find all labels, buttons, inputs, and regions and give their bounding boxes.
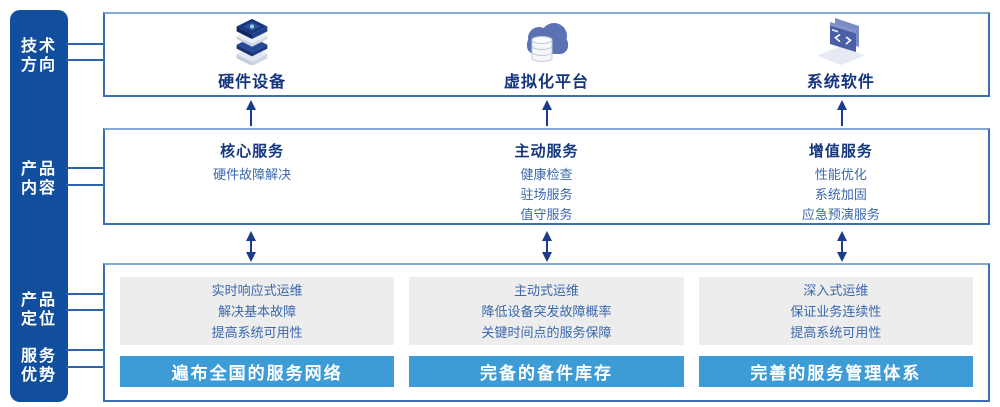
tech-column-hardware: 硬件设备 [105,14,399,95]
tech-label: 虚拟化平台 [503,74,589,91]
up-arrow-icon [542,100,552,126]
service-column-value-added: 增值服务 性能优化 系统加固 应急预演服务 [694,130,988,223]
positioning-line: 提高系统可用性 [790,324,882,340]
positioning-line: 主动式运维 [513,282,579,298]
double-arrow-icon [837,231,847,262]
hardware-stack-icon [228,17,276,65]
tech-label: 系统软件 [806,74,875,91]
positioning-column-proactive: 主动式运维 降低设备突发故障概率 关键时间点的服务保障 完备的备件库存 [409,277,684,400]
sidebar-label-tech-direction: 技术方向 [20,38,57,74]
positioning-line: 实时响应式运维 [211,282,303,298]
tech-label: 硬件设备 [218,74,287,91]
positioning-line: 深入式运维 [803,282,869,298]
sidebar-label-product-content: 产品内容 [20,161,57,197]
software-window-icon [813,17,869,65]
connector-line [66,43,105,45]
positioning-column-realtime: 实时响应式运维 解决基本故障 提高系统可用性 遍布全国的服务网络 [120,277,395,400]
positioning-column-indepth: 深入式运维 保证业务连续性 提高系统可用性 完善的服务管理体系 [698,277,973,400]
positioning-text-box: 实时响应式运维 解决基本故障 提高系统可用性 [120,277,395,345]
product-positioning-panel: 实时响应式运维 解决基本故障 提高系统可用性 遍布全国的服务网络 主动式运维 降… [103,263,990,402]
positioning-line: 降低设备突发故障概率 [481,303,612,319]
up-arrow-icon [837,100,847,126]
positioning-line: 提高系统可用性 [211,324,303,340]
tech-column-software: 系统软件 [694,14,988,95]
sidebar-label-service-advantage: 服务优势 [20,348,57,384]
tech-column-virtualization: 虚拟化平台 [399,14,693,95]
advantage-bar: 完备的备件库存 [409,356,684,387]
service-item: 应急预演服务 [801,207,880,222]
service-category-title: 增值服务 [808,143,873,160]
service-item: 驻场服务 [520,187,573,202]
service-item: 性能优化 [814,167,867,182]
connector-line [66,349,105,351]
service-item: 系统加固 [814,187,867,202]
connector-line [66,59,105,61]
connector-line [66,366,105,368]
positioning-line: 解决基本故障 [218,303,297,319]
tech-direction-panel: 硬件设备 虚拟化 [103,12,990,97]
service-column-core: 核心服务 硬件故障解决 [105,130,399,223]
advantage-bar: 完善的服务管理体系 [698,356,973,387]
service-column-active: 主动服务 健康检查 驻场服务 值守服务 [399,130,693,223]
double-arrow-icon [542,231,552,262]
sidebar: 技术方向 产品内容 产品定位 服务优势 [10,10,68,402]
double-arrow-icon [246,231,256,262]
cloud-database-icon [518,17,574,65]
connector-line [66,309,105,311]
connector-line [66,167,105,169]
service-item: 硬件故障解决 [213,167,292,182]
service-item: 值守服务 [520,207,573,222]
up-arrow-icon [246,100,256,126]
positioning-text-box: 主动式运维 降低设备突发故障概率 关键时间点的服务保障 [409,277,684,345]
positioning-text-box: 深入式运维 保证业务连续性 提高系统可用性 [698,277,973,345]
service-item: 健康检查 [520,167,573,182]
advantage-bar: 遍布全国的服务网络 [120,356,395,387]
connector-line [66,184,105,186]
service-category-title: 主动服务 [514,143,579,160]
positioning-line: 关键时间点的服务保障 [481,324,612,340]
product-content-panel: 核心服务 硬件故障解决 主动服务 健康检查 驻场服务 值守服务 增值服务 性能优… [103,128,990,225]
positioning-line: 保证业务连续性 [790,303,882,319]
service-category-title: 核心服务 [220,143,285,160]
sidebar-label-product-positioning: 产品定位 [20,292,57,328]
connector-line [66,293,105,295]
